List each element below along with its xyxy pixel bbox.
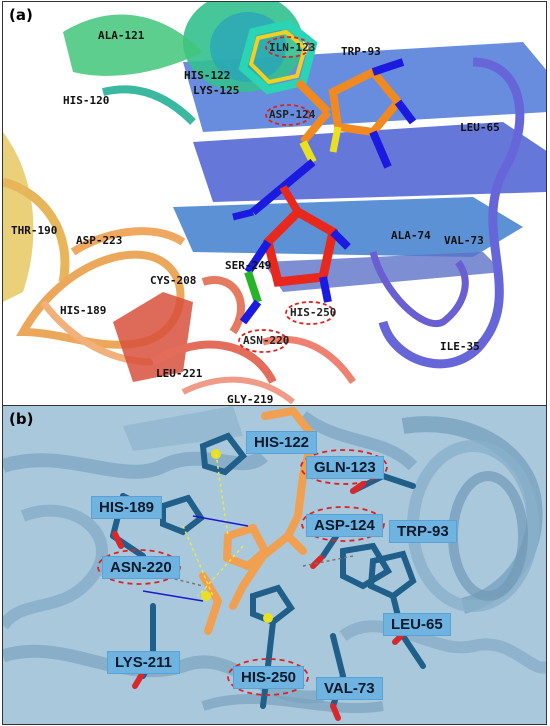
- residue-label-ile35: ILE-35: [440, 340, 480, 353]
- residue-label-his120: HIS-120: [63, 94, 110, 107]
- residue-label-thr190: THR-190: [11, 224, 58, 237]
- panel-b: (b): [2, 405, 547, 725]
- residue-label-trp93: TRP-93: [341, 45, 381, 58]
- residue-label-his189: HIS-189: [91, 496, 163, 519]
- residue-label-trp93: TRP-93: [389, 520, 457, 543]
- residue-label-asp124: ASP-124: [269, 108, 316, 121]
- residue-label-ala121: ALA-121: [98, 29, 145, 42]
- residue-label-lys211: LYS-211: [107, 651, 180, 674]
- panel-b-structure-image: [3, 406, 546, 721]
- residue-label-gly219: GLY-219: [227, 393, 274, 406]
- panel-a-label: (a): [9, 6, 33, 24]
- residue-label-leu65: LEU-65: [460, 121, 500, 134]
- residue-label-lys125: LYS-125: [193, 84, 240, 97]
- residue-label-cys208: CYS-208: [150, 274, 197, 287]
- residue-label-asn220: ASN-220: [243, 334, 290, 347]
- residue-label-his122: HIS-122: [246, 431, 318, 454]
- residue-label-val73: VAL-73: [444, 234, 484, 247]
- residue-label-his250: HIS-250: [233, 666, 305, 689]
- residue-label-val73: VAL-73: [316, 677, 383, 700]
- residue-label-gln123: ILN-123: [269, 41, 316, 54]
- residue-label-asp124: ASP-124: [306, 514, 383, 537]
- panel-a: (a): [2, 1, 547, 406]
- residue-label-his250: HIS-250: [290, 306, 337, 319]
- residue-label-ala74: ALA-74: [391, 229, 431, 242]
- residue-label-gln123: GLN-123: [306, 456, 384, 479]
- residue-label-asp223: ASP-223: [76, 234, 123, 247]
- residue-label-leu65: LEU-65: [383, 613, 451, 636]
- residue-label-leu221: LEU-221: [156, 367, 203, 380]
- panel-b-label: (b): [9, 410, 34, 428]
- residue-label-his189: HIS-189: [60, 304, 107, 317]
- residue-label-his122: HIS-122: [184, 69, 231, 82]
- residue-label-asn220: ASN-220: [102, 556, 180, 579]
- residue-label-ser249: SER-249: [225, 259, 272, 272]
- panel-a-structure-image: [3, 2, 546, 405]
